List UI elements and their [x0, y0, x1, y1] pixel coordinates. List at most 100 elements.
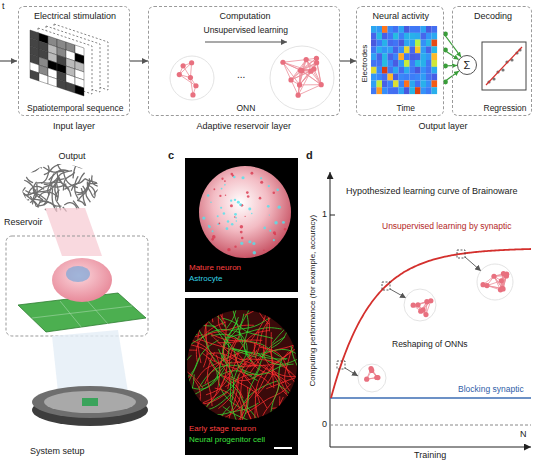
astrocyte-dots [263, 227, 266, 230]
neural-network [283, 62, 311, 71]
activity-heatmap [399, 33, 405, 40]
activity-heatmap [388, 60, 394, 67]
activity-heatmap [377, 87, 383, 94]
astrocyte-dots [219, 195, 221, 197]
regression-plot [482, 42, 526, 90]
neuron-fibers [256, 404, 271, 455]
projection-cone [45, 208, 102, 256]
neuron-fibers [281, 316, 311, 361]
activity-heatmap [399, 26, 405, 33]
neuron-fibers [142, 269, 325, 457]
micrograph-top [199, 166, 291, 258]
network-label: ONN [237, 104, 256, 114]
activity-heatmap [399, 60, 405, 67]
activity-heatmap [426, 40, 432, 47]
stage-box: Electrical stimulationSpatiotemporal seq… [18, 6, 130, 116]
activity-heatmap [404, 60, 410, 67]
sum-circle: Σ [457, 55, 477, 75]
activity-heatmap [382, 80, 388, 87]
output-pattern [36, 183, 56, 192]
activity-heatmap [377, 67, 383, 74]
reservoir-frame [6, 236, 148, 336]
tick-label: 1 [322, 209, 327, 219]
neural-network [280, 60, 285, 65]
astrocyte-dots [240, 242, 243, 245]
activity-heatmap [432, 67, 438, 74]
activity-heatmap [410, 40, 416, 47]
output-pattern [8, 168, 22, 186]
electrode-chip [60, 301, 82, 328]
neural-network [314, 60, 319, 65]
astrocyte-dots [225, 195, 226, 196]
axis-label: Electrodes [360, 44, 369, 82]
culture-dish [32, 386, 148, 426]
output-pattern [88, 183, 112, 185]
activity-heatmap [388, 67, 394, 74]
activity-heatmap [421, 74, 427, 81]
chart-axes [330, 447, 531, 448]
activity-heatmap [393, 33, 399, 40]
chart-axes [330, 215, 335, 216]
light-beam [52, 330, 128, 392]
activity-heatmap [388, 80, 394, 87]
astrocyte-dots [268, 185, 270, 187]
curve-label: Unsupervised learning by synaptic [382, 222, 511, 232]
activity-heatmap [426, 60, 432, 67]
output-pattern [84, 161, 104, 166]
neural-network [308, 69, 313, 74]
activity-heatmap [371, 33, 377, 40]
astrocyte-dots [234, 246, 236, 248]
neural-network [314, 56, 319, 61]
activity-heatmap [432, 60, 438, 67]
learning-curve [465, 257, 481, 271]
ellipsis: ... [237, 69, 245, 81]
chart-axes [330, 397, 531, 399]
cropped-label: t [2, 1, 5, 11]
output-pattern [77, 200, 96, 208]
astrocyte-dots [213, 188, 215, 190]
astrocyte-dots [251, 172, 254, 175]
output-pattern [23, 180, 36, 198]
output-pattern [12, 158, 30, 171]
neuron-fibers [222, 269, 224, 325]
astrocyte-dots [240, 225, 243, 228]
axis-label: Training [414, 450, 446, 460]
astrocyte-dots [284, 228, 287, 231]
flow-arrow [340, 60, 356, 61]
neuron-fibers [272, 407, 323, 423]
astrocyte-dots [241, 237, 243, 239]
astrocyte-dots [212, 235, 216, 239]
activity-heatmap [377, 53, 383, 60]
output-pattern [13, 168, 32, 179]
chart-axes [330, 425, 531, 426]
neuron-fibers [261, 350, 311, 365]
astrocyte-dots [274, 233, 276, 235]
activity-heatmap [415, 74, 421, 81]
astrocyte-dots [230, 204, 233, 207]
astrocyte-dots [227, 248, 230, 251]
astrocyte-dots [269, 214, 270, 215]
axis-label: Time [397, 104, 416, 114]
astrocyte-dots [217, 215, 219, 217]
reshaped-network [415, 302, 420, 307]
neuron-fibers [165, 348, 202, 387]
stage-box: ComputationUnsupervised learning...ONN [148, 6, 340, 116]
neuron-fibers [180, 336, 228, 361]
flow-arrow [130, 60, 148, 61]
neural-network [188, 75, 193, 80]
neural-network [270, 46, 334, 110]
organoid [66, 266, 90, 282]
output-pattern [75, 176, 78, 198]
neuron-fibers [285, 351, 300, 398]
output-pattern [55, 175, 58, 197]
activity-heatmap [415, 40, 421, 47]
activity-heatmap [404, 67, 410, 74]
learning-curve [331, 249, 531, 398]
activity-heatmap [388, 33, 394, 40]
activity-heatmap [410, 67, 416, 74]
neural-network [296, 93, 301, 98]
activity-heatmap [426, 53, 432, 60]
activity-heatmap [371, 80, 377, 87]
astrocyte-dots [251, 213, 252, 214]
